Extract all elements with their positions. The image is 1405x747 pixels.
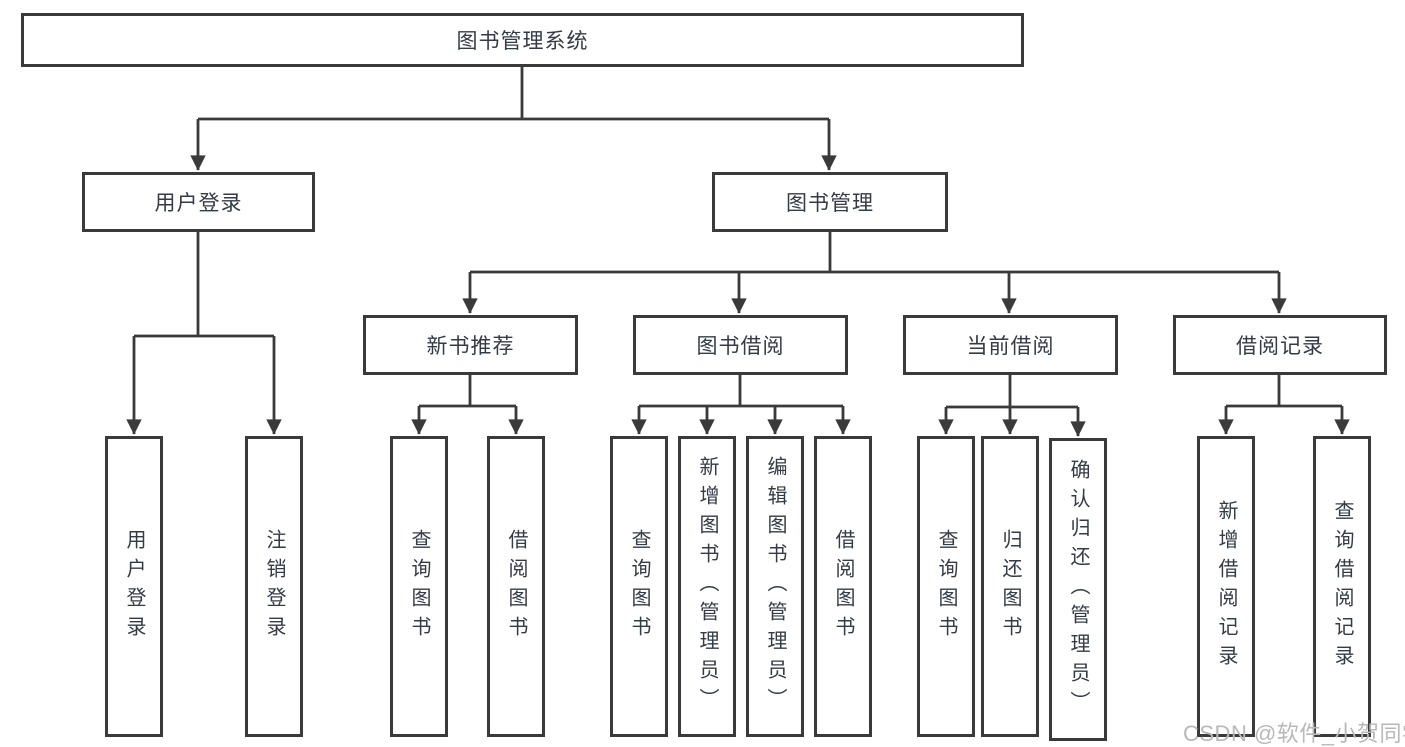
node-user-login-label: 用户登录 <box>154 192 243 215</box>
node-borrow-records-label: 借阅记录 <box>1236 335 1324 358</box>
leaf-cb-query-books-label: 查询图书 <box>935 528 957 645</box>
connector-book-borrow <box>631 375 851 435</box>
node-borrow-records: 借阅记录 <box>1173 315 1387 375</box>
connector-current-borrow <box>938 375 1086 437</box>
leaf-cb-return-books: 归还图书 <box>981 436 1039 737</box>
node-book-management: 图书管理 <box>712 172 948 232</box>
leaf-cb-confirm-return-admin-label: 确认归还（管理员） <box>1067 459 1089 720</box>
leaf-bb-edit-books-admin: 编辑图书（管理员） <box>746 436 804 737</box>
leaf-nb-borrow-books-label: 借阅图书 <box>505 528 527 645</box>
leaf-cb-confirm-return-admin: 确认归还（管理员） <box>1049 438 1107 741</box>
leaf-bb-add-books-admin: 新增图书（管理员） <box>678 436 736 737</box>
leaf-bb-edit-books-admin-label: 编辑图书（管理员） <box>764 456 786 717</box>
leaf-br-add-record-label: 新增借阅记录 <box>1215 499 1237 674</box>
leaf-br-query-record: 查询借阅记录 <box>1313 436 1371 737</box>
node-book-borrow-label: 图书借阅 <box>696 335 785 358</box>
leaf-logout: 注销登录 <box>245 436 303 737</box>
leaf-nb-borrow-books: 借阅图书 <box>487 436 545 737</box>
leaf-user-login: 用户登录 <box>105 436 163 737</box>
leaf-nb-query-books: 查询图书 <box>390 436 448 737</box>
node-root-label: 图书管理系统 <box>456 30 589 53</box>
leaf-bb-query-books: 查询图书 <box>610 436 668 737</box>
node-current-borrow: 当前借阅 <box>903 315 1118 375</box>
node-new-book-recommend: 新书推荐 <box>363 315 578 375</box>
node-user-login: 用户登录 <box>82 172 315 232</box>
leaf-bb-query-books-label: 查询图书 <box>628 528 650 645</box>
csdn-watermark: CSDN @软件_小贺同学 <box>1183 721 1405 746</box>
leaf-cb-return-books-label: 归还图书 <box>999 528 1021 645</box>
leaf-nb-query-books-label: 查询图书 <box>408 528 430 645</box>
node-book-management-label: 图书管理 <box>786 192 874 215</box>
node-new-book-recommend-label: 新书推荐 <box>426 335 515 358</box>
connector-user-login <box>126 232 282 435</box>
connector-book-management <box>462 232 1287 314</box>
leaf-bb-borrow-books-label: 借阅图书 <box>832 528 854 645</box>
leaf-user-login-label: 用户登录 <box>123 528 145 645</box>
leaf-logout-label: 注销登录 <box>263 528 285 645</box>
leaf-bb-add-books-admin-label: 新增图书（管理员） <box>696 456 718 717</box>
node-current-borrow-label: 当前借阅 <box>966 335 1055 358</box>
node-root: 图书管理系统 <box>21 13 1024 67</box>
connector-root <box>190 67 837 171</box>
leaf-bb-borrow-books: 借阅图书 <box>814 436 872 737</box>
leaf-br-add-record: 新增借阅记录 <box>1197 436 1255 737</box>
connector-new-book-recommend <box>411 375 524 435</box>
connector-borrow-records <box>1218 375 1350 435</box>
node-book-borrow: 图书借阅 <box>633 315 848 375</box>
leaf-br-query-record-label: 查询借阅记录 <box>1331 499 1353 674</box>
leaf-cb-query-books: 查询图书 <box>917 436 975 737</box>
